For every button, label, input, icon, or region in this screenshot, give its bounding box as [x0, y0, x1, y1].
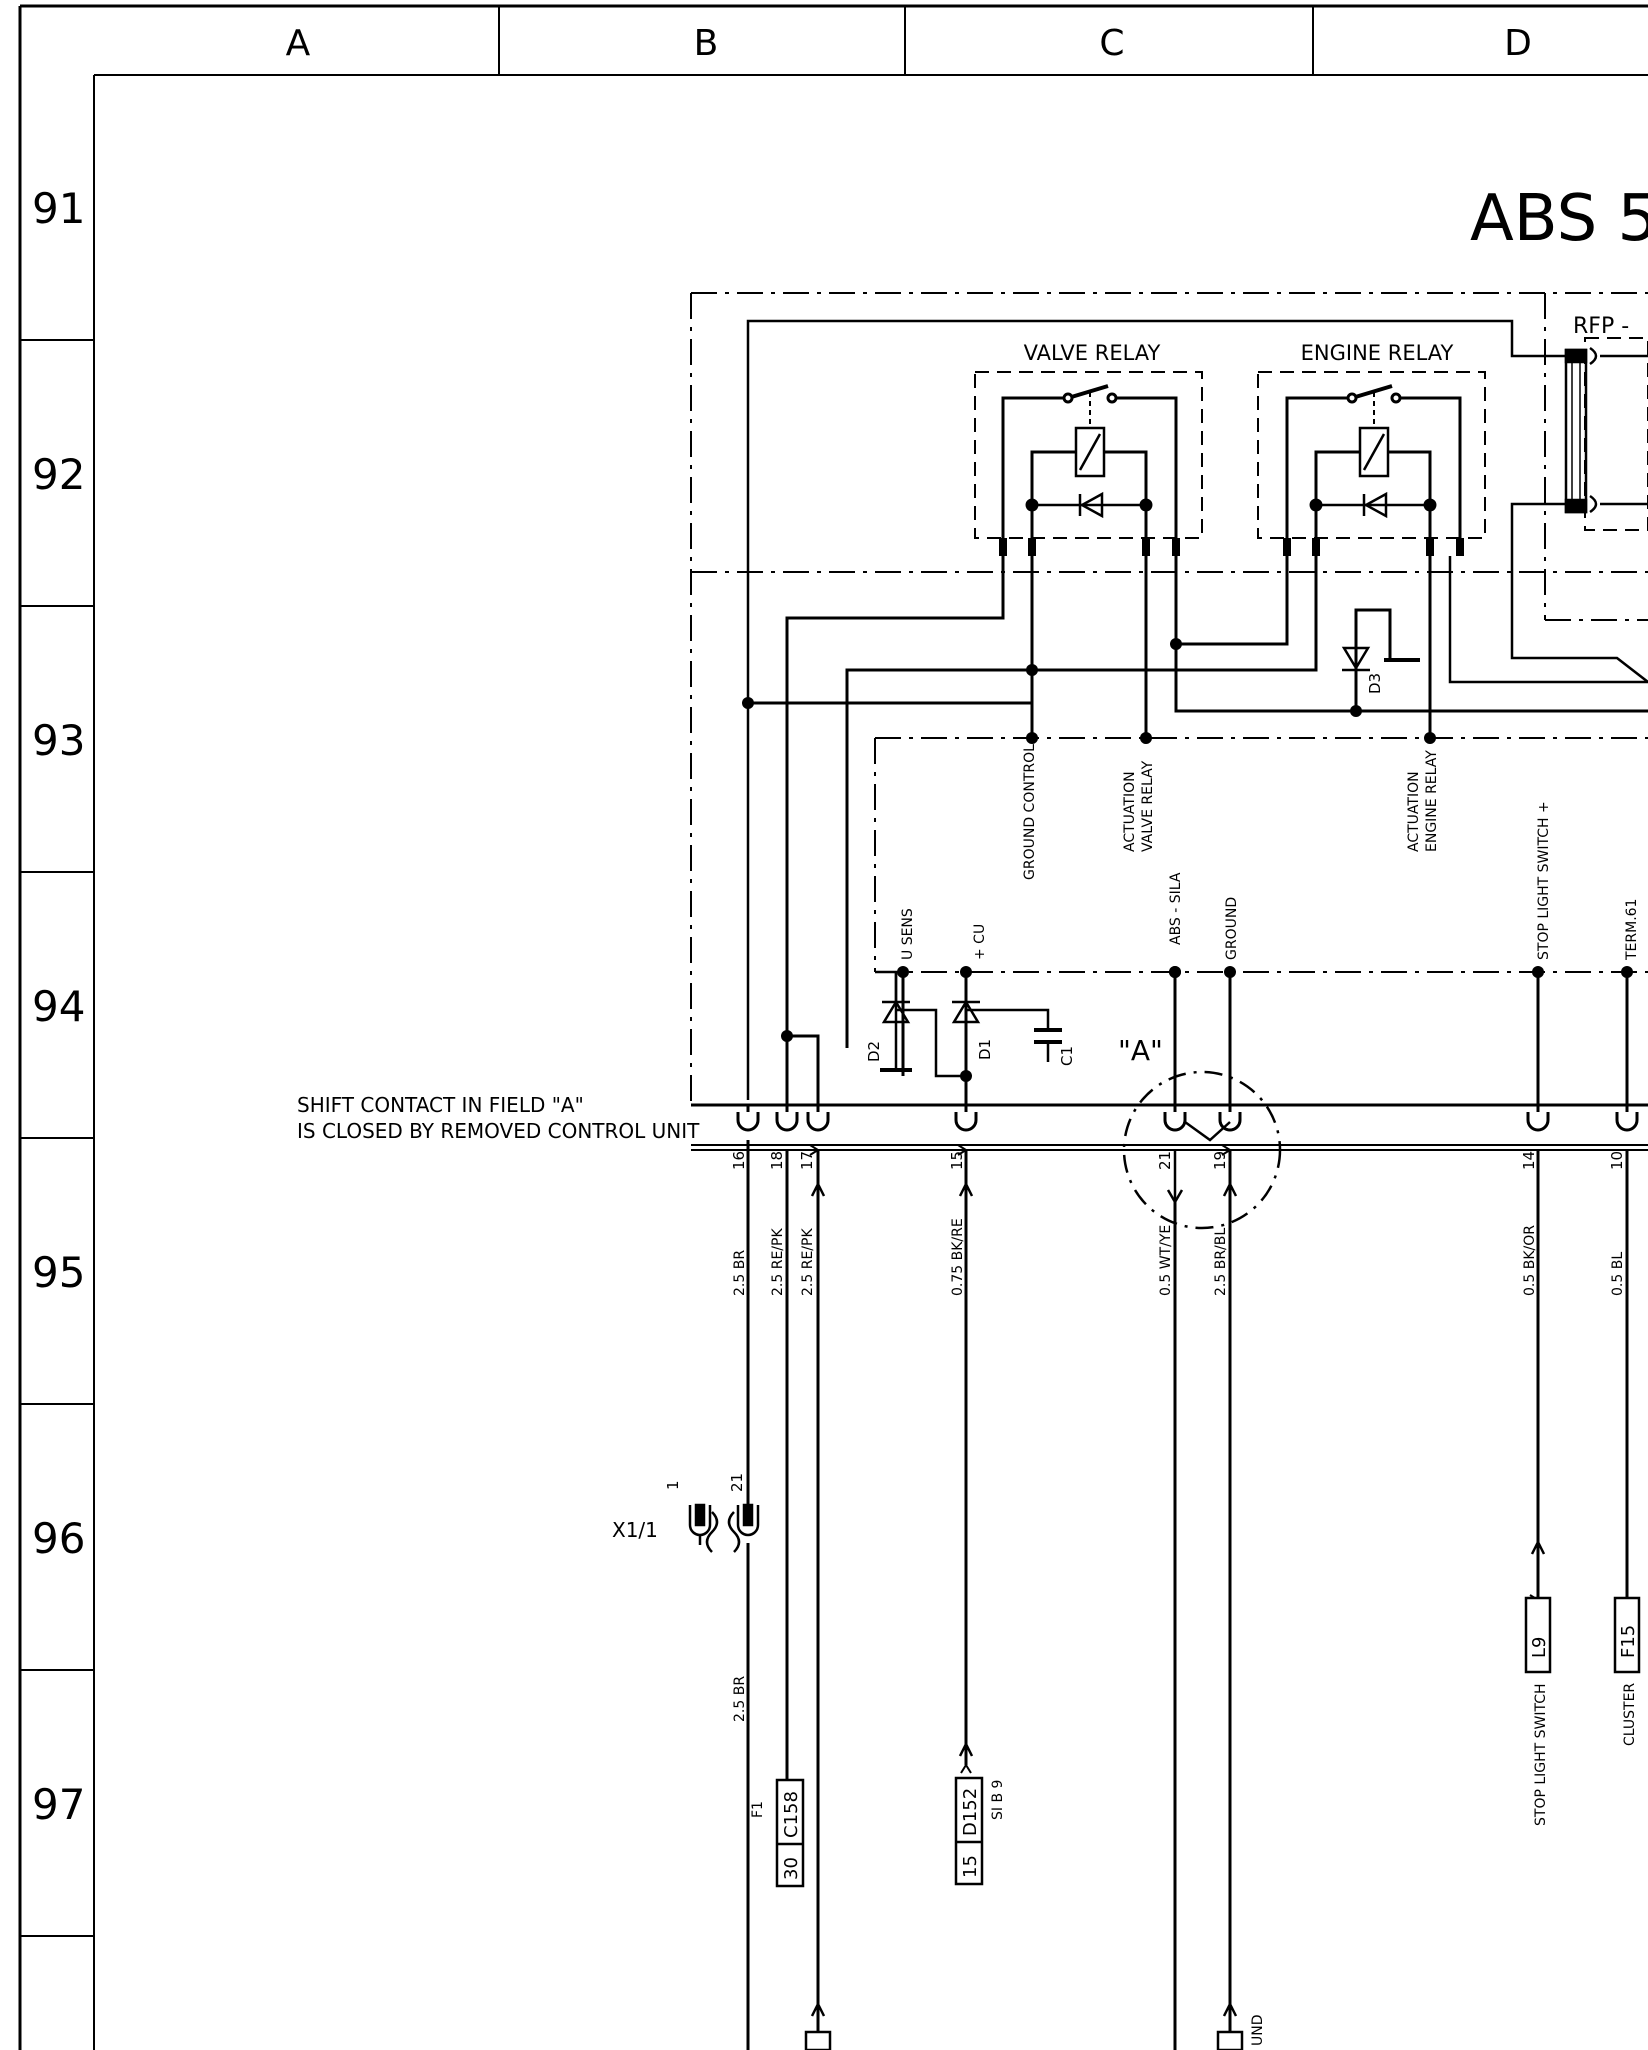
col-label-d: D: [1504, 23, 1532, 64]
stop-light-switch-ref: STOP LIGHT SWITCH: [1533, 1683, 1549, 1826]
wire-15-label: 0.75 BK/RE: [950, 1218, 966, 1296]
connector-x11: [688, 1503, 760, 1553]
pin-10: 10: [1608, 1151, 1626, 1170]
row-label-92: 92: [32, 450, 85, 499]
wire-labels: 2.5 BR 2.5 RE/PK 2.5 RE/PK 0.75 BK/RE 0.…: [732, 1218, 1626, 1722]
internal-wiring: [748, 556, 1648, 1100]
rfp-connector: [746, 319, 1648, 1100]
act-engine-label-1: ACTUATION: [1406, 771, 1422, 852]
col-label-c: C: [1099, 23, 1124, 64]
pin-19: 19: [1211, 1151, 1229, 1170]
f15-label: F15: [1618, 1625, 1639, 1658]
grid-labels: A B C D 91 92 93 94 95 96 97: [32, 23, 1532, 1829]
wire-arrows: [810, 1181, 1546, 2017]
valve-relay: [1001, 384, 1178, 540]
note-line-2: IS CLOSED BY REMOVED CONTROL UNIT: [297, 1119, 700, 1143]
pin-18: 18: [768, 1151, 786, 1170]
f1-term: 30: [781, 1857, 802, 1880]
d3-label: D3: [1366, 673, 1384, 694]
rfp-box: [1584, 337, 1648, 531]
f1-conn: C158: [781, 1791, 802, 1838]
stop-light-plus-label: STOP LIGHT SWITCH +: [1536, 801, 1552, 960]
pin-15: 15: [948, 1151, 966, 1170]
wire-16-label: 2.5 BR: [732, 1250, 748, 1296]
row-label-96: 96: [32, 1514, 85, 1563]
sib9-conn: D152: [960, 1788, 981, 1836]
valve-relay-box: [974, 371, 1203, 539]
col-label-b: B: [694, 23, 719, 64]
wire-17-label: 2.5 RE/PK: [800, 1228, 816, 1296]
engine-relay-box: [1257, 371, 1486, 539]
d1-label: D1: [976, 1039, 994, 1060]
pin-17: 17: [798, 1151, 816, 1170]
ground-control-label: GROUND CONTROL: [1022, 744, 1038, 880]
plus-cu-label: + CU: [972, 924, 988, 960]
und-ref: UND: [1250, 2015, 1266, 2047]
field-a-label: "A": [1118, 1034, 1163, 1067]
col-label-a: A: [286, 23, 311, 64]
f1-ref-box: [775, 1778, 805, 1888]
pin-21: 21: [1156, 1151, 1174, 1170]
row-label-91: 91: [32, 184, 85, 233]
row-label-93: 93: [32, 716, 85, 765]
wire-lower-label: 2.5 BR: [732, 1676, 748, 1722]
relay-pin-terminals: [999, 538, 1464, 556]
l9-ref-box: [1524, 1596, 1552, 1674]
x11-label: X1/1: [612, 1518, 658, 1542]
reference-labels: F1 30 C158 15 D152 SI B 9 L9 F15 STOP LI…: [750, 1625, 1639, 2046]
signal-labels: GROUND CONTROL ACTUATION VALVE RELAY ACT…: [900, 744, 1640, 961]
sib9-term: 15: [960, 1855, 981, 1878]
f15-ref-box: [1613, 1596, 1641, 1674]
pin-numbers: 16 18 17 15 21 19 14 10: [730, 1151, 1626, 1170]
d2-label: D2: [865, 1041, 883, 1062]
u-sens-label: U SENS: [900, 908, 916, 960]
act-engine-label-2: ENGINE RELAY: [1424, 750, 1440, 852]
sib9-ref-box: [954, 1776, 984, 1886]
abs-sila-label: ABS - SILA: [1168, 872, 1184, 945]
pin-14: 14: [1520, 1151, 1538, 1170]
engine-relay: [1285, 384, 1462, 540]
ground-label: GROUND: [1224, 897, 1240, 960]
row-label-94: 94: [32, 982, 85, 1031]
row-label-97: 97: [32, 1780, 85, 1829]
c1-label: C1: [1058, 1046, 1076, 1066]
rfp-label: RFP -: [1573, 314, 1629, 339]
diagram-title: ABS 5: [1470, 182, 1648, 256]
act-valve-label-2: VALVE RELAY: [1140, 760, 1156, 852]
control-unit-outline: [690, 292, 1648, 1105]
outgoing-wires: [746, 1140, 1629, 2050]
junction-dots: [742, 638, 1633, 1082]
engine-relay-label: ENGINE RELAY: [1301, 341, 1454, 365]
cluster-ref: CLUSTER: [1622, 1683, 1638, 1746]
valve-relay-label: VALVE RELAY: [1024, 341, 1161, 365]
wire-14-label: 0.5 BK/OR: [1522, 1225, 1538, 1296]
relay-boxes: [974, 337, 1648, 539]
row-label-95: 95: [32, 1248, 85, 1297]
diode-d3: [1341, 646, 1420, 672]
reference-boxes: [775, 1596, 1641, 2050]
x11-pin-21: 21: [728, 1473, 746, 1492]
main-connector: [691, 1100, 1648, 1151]
term61-label: TERM.61: [1624, 899, 1640, 961]
act-valve-label-1: ACTUATION: [1122, 771, 1138, 852]
wire-21-label: 0.5 WT/YE: [1158, 1225, 1174, 1296]
wire-10-label: 0.5 BL: [1610, 1252, 1626, 1296]
sib9-label: SI B 9: [990, 1780, 1006, 1820]
wire-19-label: 2.5 BR/BL: [1213, 1228, 1229, 1296]
note-line-1: SHIFT CONTACT IN FIELD "A": [297, 1093, 584, 1117]
f1-label: F1: [750, 1801, 766, 1818]
pin-16: 16: [730, 1151, 748, 1170]
l9-label: L9: [1529, 1637, 1550, 1658]
drawing-frame: [18, 4, 1648, 2050]
protection-components: [875, 970, 1062, 1078]
wire-18-label: 2.5 RE/PK: [770, 1228, 786, 1296]
shift-contact-field-a: [1122, 1070, 1282, 1230]
x11-pin-1: 1: [664, 1480, 682, 1490]
